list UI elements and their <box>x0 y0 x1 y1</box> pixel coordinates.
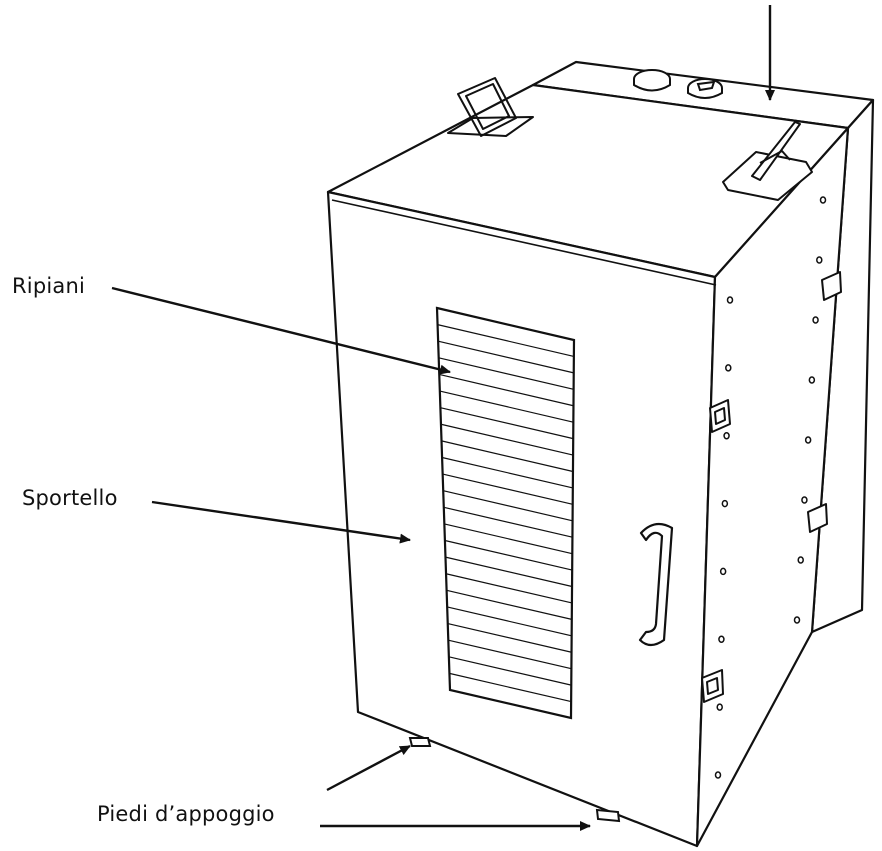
vent-hole <box>801 496 808 504</box>
vent-hole <box>721 499 729 508</box>
vent-hole <box>719 567 727 576</box>
shelf-slat <box>439 373 574 407</box>
shelf-slat <box>437 324 575 358</box>
carry-handle-left <box>447 77 534 137</box>
vent-hole <box>718 635 725 644</box>
control-knob-icon <box>633 69 723 99</box>
shelf-slat <box>448 639 572 670</box>
shelf-slat <box>447 622 572 653</box>
top-edge-line <box>331 199 717 286</box>
label-shelves: Ripiani <box>12 274 86 298</box>
vent-hole <box>804 436 812 444</box>
shelf-slat <box>443 506 573 538</box>
shelf-slat <box>442 473 573 505</box>
support-feet <box>408 737 621 823</box>
shelf-slat <box>440 407 574 440</box>
vent-hole <box>793 616 801 624</box>
vent-hole <box>725 364 732 372</box>
label-door: Sportello <box>22 486 118 510</box>
vent-hole <box>812 316 819 324</box>
shelf-slat <box>446 589 572 620</box>
label-feet: Piedi d’appoggio <box>97 802 275 826</box>
shelf-slat <box>445 573 573 604</box>
vent-hole <box>726 296 734 304</box>
arrow-icon <box>151 500 411 544</box>
shelf-slat <box>441 456 573 489</box>
shelf-slat <box>438 357 574 390</box>
vent-hole <box>797 556 804 564</box>
vent-hole <box>819 196 827 204</box>
vent-hole <box>723 431 730 440</box>
shelf-slat <box>445 556 573 588</box>
shelf-slat <box>444 539 573 571</box>
shelf-slat <box>441 440 574 473</box>
shelf-slat <box>440 423 574 456</box>
shelf-slat <box>449 672 572 703</box>
side-latches <box>701 271 842 703</box>
top-seam <box>532 61 577 86</box>
shelf-slat <box>448 656 572 686</box>
vent-hole <box>816 256 823 264</box>
door-window <box>435 306 576 720</box>
shelf-slat <box>444 523 573 555</box>
carry-handle-right <box>722 121 813 201</box>
vent-hole <box>808 376 816 384</box>
door-handle-icon <box>638 522 674 647</box>
vent-hole <box>714 771 722 779</box>
shelf-slat <box>439 390 574 423</box>
side-vent-holes <box>714 196 827 779</box>
shelf-slat <box>437 340 574 374</box>
vent-hole <box>716 703 723 711</box>
shelf-slat <box>443 490 573 522</box>
arrow-icon <box>326 744 411 792</box>
arrow-icon <box>111 286 451 375</box>
shelf-slat <box>447 606 572 637</box>
